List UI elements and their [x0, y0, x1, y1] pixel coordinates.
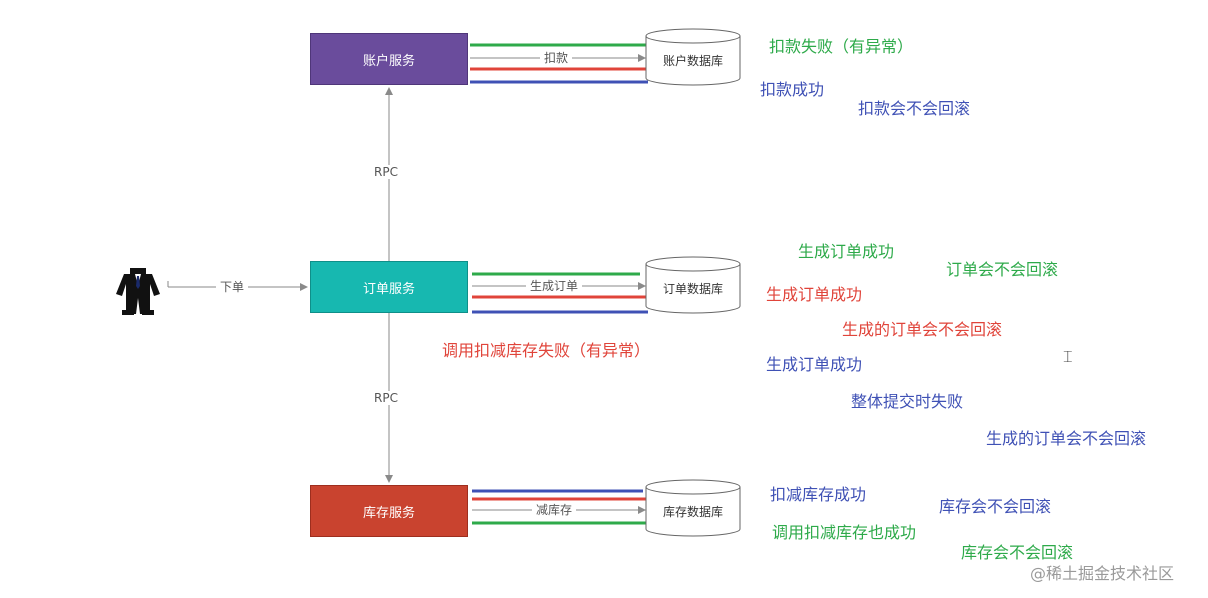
rpc-up-label: RPC	[370, 165, 402, 179]
order-database: 订单数据库	[645, 256, 741, 314]
note-order-success-green: 生成订单成功	[798, 242, 895, 261]
note-stock-call-fail: 调用扣减库存失败（有异常）	[442, 341, 651, 360]
note-stock-success-blue: 扣减库存成功	[770, 485, 867, 504]
business-person-icon	[116, 268, 160, 315]
note-commit-fail: 整体提交时失败	[851, 392, 964, 411]
order-database-label: 订单数据库	[662, 281, 723, 296]
stock-database-label: 库存数据库	[662, 504, 723, 519]
note-order-no-rollback-red: 生成的订单会不会回滚	[842, 320, 1003, 339]
account-service-box: 账户服务	[310, 33, 468, 85]
note-stock-call-success: 调用扣减库存也成功	[772, 523, 917, 542]
reduce-stock-label: 减库存	[532, 503, 577, 517]
stock-database: 库存数据库	[645, 479, 741, 537]
create-order-label: 生成订单	[526, 279, 583, 293]
account-database-label: 账户数据库	[662, 53, 723, 68]
database-cylinder-icon	[645, 479, 741, 537]
order-service-box: 订单服务	[310, 261, 468, 313]
account-database: 账户数据库	[645, 28, 741, 86]
note-order-success-red: 生成订单成功	[766, 285, 863, 304]
note-account-no-rollback: 扣款会不会回滚	[858, 99, 971, 118]
note-order-no-rollback-blue: 生成的订单会不会回滚	[986, 429, 1147, 448]
database-cylinder-icon	[645, 256, 741, 314]
note-account-fail: 扣款失败（有异常）	[769, 37, 914, 56]
rpc-down-label: RPC	[370, 391, 402, 405]
deduct-payment-label: 扣款	[540, 51, 573, 65]
note-order-success-blue: 生成订单成功	[766, 355, 863, 374]
note-account-success: 扣款成功	[760, 80, 825, 99]
note-stock-no-rollback-blue: 库存会不会回滚	[939, 497, 1052, 516]
note-order-no-rollback-green: 订单会不会回滚	[946, 260, 1059, 279]
stock-service-box: 库存服务	[310, 485, 468, 537]
watermark: @稀土掘金技术社区	[1030, 564, 1175, 583]
database-cylinder-icon	[645, 28, 741, 86]
text-cursor-icon: ⌶	[1063, 347, 1073, 366]
note-stock-no-rollback-green: 库存会不会回滚	[961, 543, 1074, 562]
place-order-label: 下单	[216, 280, 249, 294]
